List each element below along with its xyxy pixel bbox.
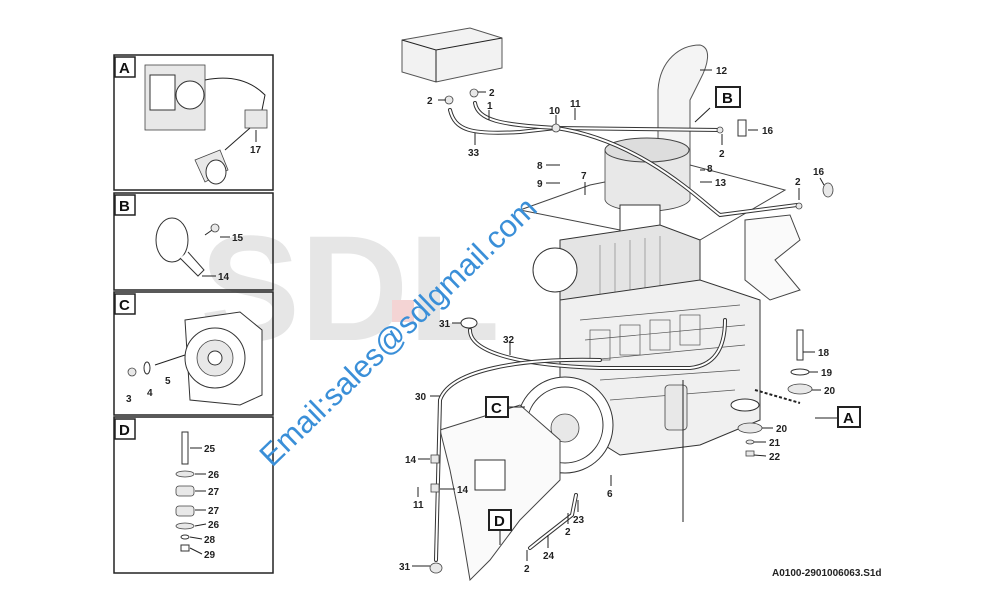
engine-detail-drawing	[144, 64, 268, 185]
detail-panel-a: A 17	[113, 54, 274, 191]
callout-label: 30	[415, 392, 427, 403]
panel-label-a: A	[119, 60, 130, 77]
callout-label: 2	[719, 149, 725, 160]
callout-label: 26	[208, 470, 220, 481]
callouts-d: 25 26 27 27 26 28 29	[189, 444, 220, 561]
callout-label: 16	[813, 167, 825, 178]
callout-label: 7	[581, 171, 587, 182]
detail-panel-b: B 15 14	[113, 192, 274, 291]
callout-label: 6	[607, 489, 613, 500]
callout-label: 21	[769, 438, 781, 449]
callout-label: 16	[762, 126, 774, 137]
callout: 4	[147, 388, 153, 399]
callout-label: 33	[468, 148, 480, 159]
callout-label: 12	[716, 66, 728, 77]
callout-label: 26	[208, 520, 220, 531]
view-marker-label: A	[843, 410, 854, 427]
callout-label: 2	[795, 177, 801, 188]
callout-label: 31	[399, 562, 411, 573]
callout-label: 24	[543, 551, 555, 562]
view-marker-label: C	[491, 400, 502, 417]
mount-stack-drawing	[175, 431, 195, 552]
callout-label: 27	[208, 487, 220, 498]
view-marker-c: C	[485, 396, 525, 418]
main-callouts: 2 2 1 33 10 11 12 16 2 8 9 7 8 13 2 16 3…	[399, 66, 836, 575]
callout-label: 14	[405, 455, 417, 466]
drawing-code: A0100-2901006063.S1d	[772, 568, 882, 579]
callout: 5	[165, 376, 171, 387]
callout-label: 22	[769, 452, 781, 463]
view-marker-label: D	[494, 513, 505, 530]
view-marker-a: A	[815, 406, 861, 428]
view-marker-b: B	[694, 86, 741, 123]
view-marker-d: D	[488, 509, 512, 545]
callout-label: 31	[439, 319, 451, 330]
callout-label: 18	[818, 348, 830, 359]
panel-label-d: D	[119, 422, 130, 439]
callout-label: 32	[503, 335, 515, 346]
callout-label: 2	[427, 96, 433, 107]
callout-label: 8	[707, 164, 713, 175]
callout: 17	[250, 145, 262, 156]
callout-label: 20	[776, 424, 788, 435]
clamp-drawing	[155, 217, 220, 277]
callout-label: 11	[413, 500, 424, 511]
callout-label: 8	[537, 161, 543, 172]
view-marker-label: B	[722, 90, 733, 107]
detail-panel-c: C 3 4 5	[113, 291, 274, 416]
panel-label-b: B	[119, 198, 130, 215]
callout-label: 2	[565, 527, 571, 538]
callout-label: 13	[715, 178, 727, 189]
callout-label: 25	[204, 444, 216, 455]
callout-label: 23	[573, 515, 585, 526]
callout-label: 2	[489, 88, 495, 99]
callout-label: 20	[824, 386, 836, 397]
main-assembly-drawing	[401, 27, 834, 582]
callout-label: 27	[208, 506, 220, 517]
panel-label-c: C	[119, 297, 130, 314]
callout-label: 28	[204, 535, 216, 546]
detail-panel-d: D 25 26 27 27 26 28 29	[113, 416, 274, 574]
callout-label: 9	[537, 179, 543, 190]
callout-label: 11	[570, 99, 581, 110]
callout-label: 19	[821, 368, 833, 379]
callout-label: 2	[524, 564, 530, 575]
brand-watermark-square	[392, 300, 414, 322]
callout: 15	[232, 233, 244, 244]
callout: 3	[126, 394, 132, 405]
callout-label: 1	[487, 101, 493, 112]
callout-label: 29	[204, 550, 216, 561]
flywheel-housing-drawing	[127, 311, 263, 406]
callout: 14	[218, 272, 230, 283]
callout-label: 10	[549, 106, 561, 117]
callout-label: 14	[457, 485, 469, 496]
